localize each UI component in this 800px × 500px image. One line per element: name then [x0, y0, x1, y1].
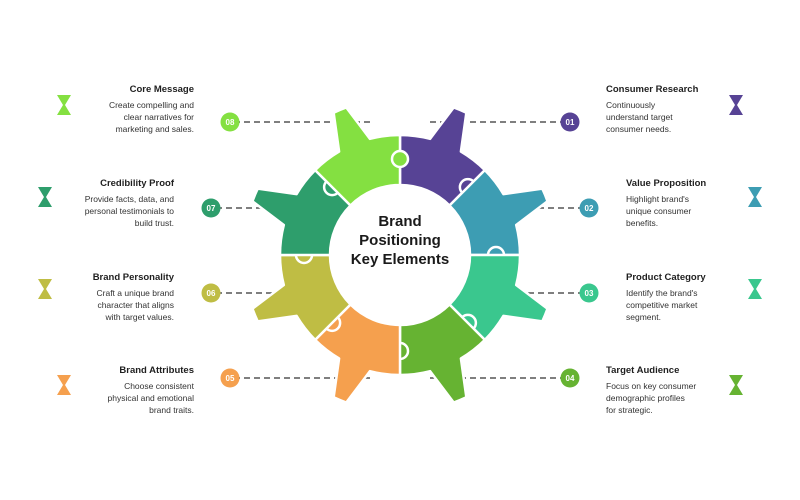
- number-badge-03: 03: [579, 283, 599, 303]
- badge-circle: [201, 283, 221, 303]
- element-description: Provide facts, data, and personal testim…: [84, 194, 174, 228]
- ribbon-flag-icon: [57, 95, 71, 115]
- element-description: Focus on key consumer demographic profil…: [606, 381, 697, 415]
- element-brand-attributes: Brand Attributes Choose consistent physi…: [44, 365, 194, 416]
- number-badge-08: 08: [220, 112, 240, 132]
- element-title: Credibility Proof: [100, 178, 174, 189]
- center-title: Brand Positioning Key Elements: [330, 212, 470, 269]
- ribbon-flag-icon: [748, 279, 762, 299]
- number-badge-05: 05: [220, 368, 240, 388]
- number-badge-04: 04: [560, 368, 580, 388]
- badge-number: 03: [585, 289, 594, 298]
- element-description: Continuously understand target consumer …: [606, 100, 673, 134]
- element-title: Brand Attributes: [119, 365, 194, 376]
- number-badge-01: 01: [560, 112, 580, 132]
- badge-circle: [579, 198, 599, 218]
- center-hub: [331, 186, 469, 324]
- element-title: Value Proposition: [626, 178, 707, 189]
- element-brand-personality: Brand Personality Craft a unique brand c…: [24, 272, 174, 323]
- element-description: Create compelling and clear narratives f…: [108, 100, 194, 134]
- element-title: Product Category: [626, 272, 706, 283]
- badge-circle: [220, 112, 240, 132]
- badge-circle: [579, 283, 599, 303]
- badge-circle: [220, 368, 240, 388]
- ribbon-flag-icon: [38, 187, 52, 207]
- element-value-proposition: Value Proposition Highlight brand's uniq…: [626, 178, 776, 229]
- badge-number: 08: [226, 118, 235, 127]
- badge-circle: [560, 112, 580, 132]
- element-credibility-proof: Credibility Proof Provide facts, data, a…: [24, 178, 174, 229]
- center-title-line-3: Key Elements: [350, 251, 450, 268]
- element-title: Target Audience: [606, 365, 680, 376]
- badge-circle: [560, 368, 580, 388]
- puzzle-knob: [390, 149, 410, 169]
- number-badge-02: 02: [579, 198, 599, 218]
- ribbon-flag-icon: [729, 95, 743, 115]
- badge-number: 02: [585, 204, 594, 213]
- element-title: Core Message: [129, 84, 194, 95]
- center-title-line-1: Brand: [378, 213, 422, 230]
- center-title-line-2: Positioning: [359, 232, 441, 249]
- gear-segment-brand-personality: [251, 253, 352, 342]
- gear-wheel: [251, 106, 549, 404]
- element-target-audience: Target Audience Focus on key consumer de…: [606, 365, 756, 416]
- marker-layer: 01 02 03 04 05 06 07 08: [38, 95, 762, 395]
- element-title: Brand Personality: [92, 272, 174, 283]
- ribbon-flag-icon: [748, 187, 762, 207]
- element-core-message: Core Message Create compelling and clear…: [44, 84, 194, 135]
- badge-circle: [201, 198, 221, 218]
- badge-number: 05: [226, 374, 235, 383]
- number-badge-07: 07: [201, 198, 221, 218]
- element-product-category: Product Category Identify the brand's co…: [626, 272, 776, 323]
- gear-segment-value-proposition: [448, 168, 549, 257]
- element-description: Identify the brand's competitive market …: [626, 288, 698, 322]
- badge-number: 07: [207, 204, 216, 213]
- element-consumer-research: Consumer Research Continuously understan…: [606, 84, 756, 135]
- element-description: Choose consistent physical and emotional…: [107, 381, 194, 415]
- element-description: Highlight brand's unique consumer benefi…: [626, 194, 692, 228]
- ribbon-flag-icon: [729, 375, 743, 395]
- badge-number: 06: [207, 289, 216, 298]
- gear-segment-core-message: [313, 106, 402, 207]
- ribbon-flag-icon: [38, 279, 52, 299]
- element-title: Consumer Research: [606, 84, 699, 95]
- badge-number: 04: [566, 374, 575, 383]
- element-description: Craft a unique brand character that alig…: [96, 288, 175, 322]
- ribbon-flag-icon: [57, 375, 71, 395]
- badge-number: 01: [566, 118, 575, 127]
- number-badge-06: 06: [201, 283, 221, 303]
- gear-segment-target-audience: [398, 303, 487, 404]
